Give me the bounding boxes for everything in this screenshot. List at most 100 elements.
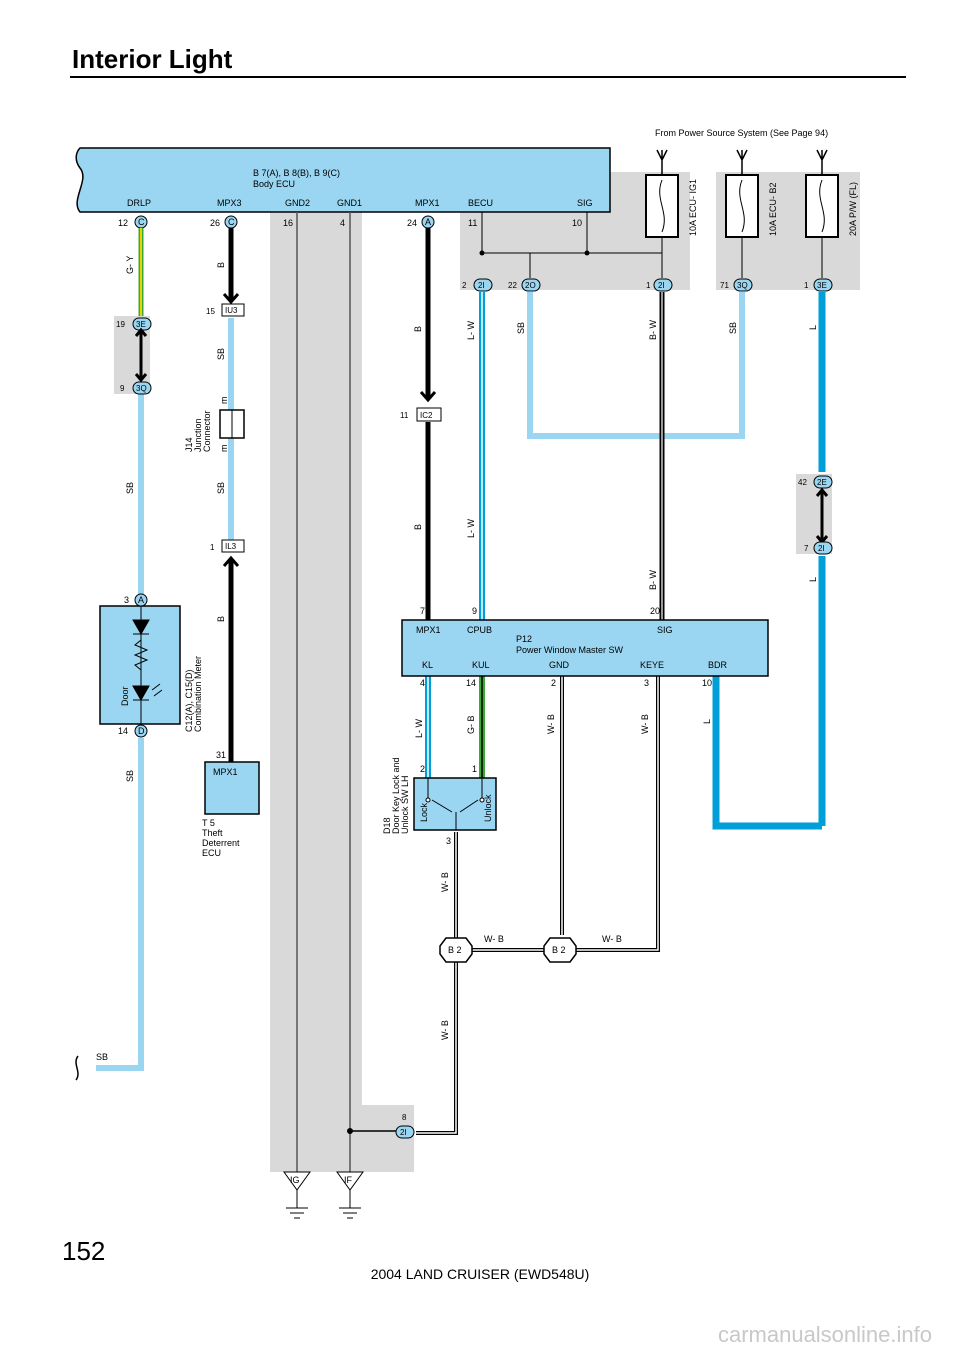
svg-text:W- B: W- B: [602, 934, 622, 944]
svg-text:B: B: [413, 524, 423, 530]
svg-text:J14: J14: [184, 437, 194, 452]
svg-text:2O: 2O: [525, 281, 536, 290]
wires: [96, 212, 826, 1208]
svg-text:L: L: [808, 325, 818, 330]
body-ecu: B 7(A), B 8(B), B 9(C) Body ECU DRLP MPX…: [75, 147, 611, 213]
svg-text:1: 1: [804, 281, 809, 290]
svg-text:4: 4: [420, 678, 425, 688]
svg-text:SB: SB: [216, 482, 226, 494]
svg-text:G- Y: G- Y: [125, 256, 135, 274]
svg-text:7: 7: [420, 606, 425, 616]
svg-text:W- B: W- B: [484, 934, 504, 944]
pin-4: 4: [340, 218, 345, 228]
svg-text:15: 15: [206, 307, 215, 316]
svg-text:BDR: BDR: [708, 660, 728, 670]
svg-text:2I: 2I: [400, 1128, 407, 1137]
svg-text:1: 1: [210, 543, 215, 552]
terminal-gnd2: GND2: [285, 198, 310, 208]
svg-text:CPUB: CPUB: [467, 625, 492, 635]
svg-text:IL3: IL3: [225, 542, 237, 551]
svg-text:1: 1: [646, 281, 651, 290]
svg-text:m: m: [219, 445, 229, 453]
left-break-mark: [75, 1055, 79, 1081]
svg-text:W- B: W- B: [440, 872, 450, 892]
page-title: Interior Light: [72, 44, 233, 74]
svg-text:71: 71: [720, 281, 729, 290]
svg-text:Lock: Lock: [419, 802, 429, 822]
combination-meter: A 3 D 14 Door C12(A), C15(D) Combination…: [99, 593, 203, 738]
fuse-ecu-ig1: 10A ECU- IG1: [688, 179, 698, 236]
pin-letter-c1: C: [138, 217, 145, 227]
svg-text:2: 2: [551, 678, 556, 688]
svg-text:Power Window Master SW: Power Window Master SW: [516, 645, 624, 655]
svg-text:10: 10: [702, 678, 712, 688]
svg-text:T 5: T 5: [202, 818, 215, 828]
svg-text:GND: GND: [549, 660, 570, 670]
fuse-pw-fl: 20A P/W (FL): [848, 182, 858, 236]
svg-text:KL: KL: [422, 660, 433, 670]
svg-text:IG: IG: [290, 1175, 300, 1185]
svg-text:KUL: KUL: [472, 660, 490, 670]
svg-text:SB: SB: [728, 322, 738, 334]
pin-11: 11: [468, 218, 477, 228]
terminal-gnd1: GND1: [337, 198, 362, 208]
fuse-ecu-b2: 10A ECU- B2: [768, 182, 778, 236]
svg-text:Unlock: Unlock: [483, 794, 493, 822]
svg-text:B- W: B- W: [648, 569, 658, 590]
svg-text:22: 22: [508, 281, 517, 290]
pin-26: 26: [210, 218, 220, 228]
pin-16: 16: [283, 218, 293, 228]
svg-text:L- W: L- W: [466, 320, 476, 340]
svg-text:B 2: B 2: [552, 945, 566, 955]
svg-text:3: 3: [644, 678, 649, 688]
power-source-arrows: [656, 149, 828, 175]
terminal-mpx1: MPX1: [415, 198, 440, 208]
svg-text:3E: 3E: [817, 281, 827, 290]
svg-text:Unlock SW LH: Unlock SW LH: [400, 775, 410, 834]
svg-text:G- B: G- B: [466, 715, 476, 734]
door-key-lock-switch: 2 1 3 Lock Unlock D18 Door Key Lock and …: [382, 757, 497, 846]
svg-text:Door Key Lock and: Door Key Lock and: [391, 757, 401, 834]
svg-text:L: L: [808, 577, 818, 582]
svg-text:Theft: Theft: [202, 828, 223, 838]
power-source-note: From Power Source System (See Page 94): [655, 128, 828, 138]
svg-text:14: 14: [118, 726, 128, 736]
watermark: carmanualsonline.info: [717, 1322, 932, 1347]
svg-text:m: m: [219, 397, 229, 405]
junction-connector: m m J14 Junction Connector: [184, 397, 245, 453]
svg-text:Combination Meter: Combination Meter: [193, 656, 203, 732]
svg-text:P12: P12: [516, 634, 532, 644]
svg-text:3E: 3E: [136, 320, 146, 329]
svg-text:7: 7: [804, 544, 809, 553]
svg-text:8: 8: [402, 1113, 407, 1122]
svg-text:Door: Door: [120, 686, 130, 706]
svg-text:2E: 2E: [817, 478, 827, 487]
svg-text:20: 20: [650, 606, 660, 616]
svg-text:14: 14: [466, 678, 476, 688]
pin-letter-a: A: [425, 217, 431, 227]
body-ecu-name-1: B 7(A), B 8(B), B 9(C): [253, 168, 340, 178]
terminal-sig: SIG: [577, 198, 593, 208]
svg-text:SB: SB: [216, 348, 226, 360]
svg-text:31: 31: [216, 750, 226, 760]
svg-text:3Q: 3Q: [136, 384, 147, 393]
pin-24: 24: [407, 218, 417, 228]
svg-text:Junction: Junction: [193, 418, 203, 452]
svg-text:IU3: IU3: [225, 306, 238, 315]
ground-points: IG IF: [283, 1171, 364, 1219]
svg-text:3: 3: [124, 595, 129, 605]
pin-12: 12: [118, 218, 128, 228]
svg-text:SB: SB: [125, 482, 135, 494]
svg-text:W- B: W- B: [440, 1020, 450, 1040]
svg-text:B 2: B 2: [448, 945, 462, 955]
svg-text:2: 2: [420, 764, 425, 774]
body-ecu-name-2: Body ECU: [253, 179, 295, 189]
svg-text:1: 1: [472, 764, 477, 774]
svg-text:9: 9: [472, 606, 477, 616]
svg-text:9: 9: [120, 384, 125, 393]
power-window-master-sw: 7 9 20 MPX1 CPUB SIG P12 Power Window Ma…: [401, 606, 769, 688]
svg-text:SIG: SIG: [657, 625, 673, 635]
svg-text:SB: SB: [96, 1052, 108, 1062]
